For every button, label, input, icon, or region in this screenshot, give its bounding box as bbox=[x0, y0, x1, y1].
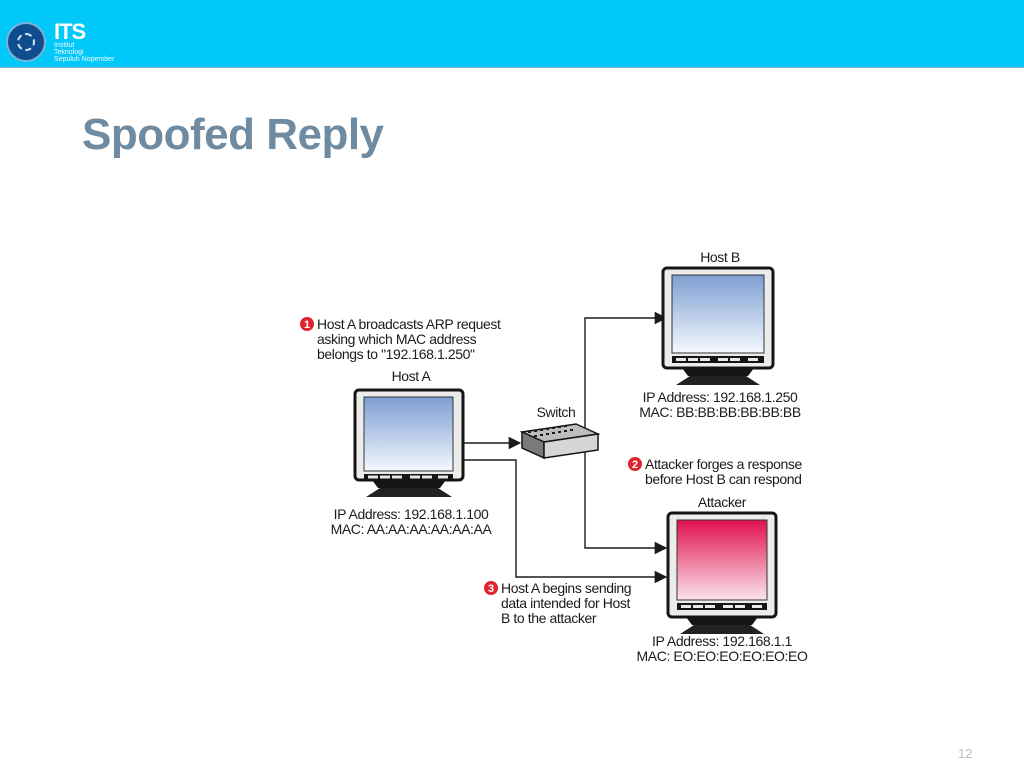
header-bar: ITS Institut Teknologi Sepuluh Nopember bbox=[0, 0, 1024, 68]
attacker-name: Attacker bbox=[698, 494, 747, 510]
slide-title: Spoofed Reply bbox=[82, 110, 384, 159]
host-a-mac: MAC: AA:AA:AA:AA:AA:AA bbox=[331, 521, 493, 537]
switch-label: Switch bbox=[537, 404, 576, 420]
step-2-number: 2 bbox=[632, 459, 638, 471]
attacker-mac: MAC: EO:EO:EO:EO:EO:EO bbox=[637, 648, 808, 664]
step-1-line-1: Host A broadcasts ARP request bbox=[317, 316, 501, 332]
host-b-mac: MAC: BB:BB:BB:BB:BB:BB bbox=[639, 404, 801, 420]
page-number: 12 bbox=[958, 746, 973, 761]
host-a-monitor-icon bbox=[353, 388, 465, 497]
step-3-line-3: B to the attacker bbox=[501, 610, 597, 626]
line-hosta-to-attacker bbox=[462, 459, 668, 584]
step-3-badge: 3 bbox=[484, 581, 498, 595]
its-logo-icon bbox=[6, 22, 46, 62]
host-b-ip: IP Address: 192.168.1.250 bbox=[643, 389, 798, 405]
brand-line-3: Sepuluh Nopember bbox=[54, 56, 115, 63]
host-b-monitor-icon bbox=[661, 266, 775, 385]
step-2-badge: 2 bbox=[628, 457, 642, 471]
host-a-ip: IP Address: 192.168.1.100 bbox=[334, 506, 489, 522]
brand-line-2: Teknologi bbox=[54, 49, 84, 56]
step-3-line-2: data intended for Host bbox=[501, 595, 630, 611]
step-3-line-1: Host A begins sending bbox=[501, 580, 631, 596]
brand-line-1: Institut bbox=[54, 42, 75, 49]
step-2-line-1: Attacker forges a response bbox=[645, 456, 803, 472]
network-switch-icon bbox=[519, 423, 601, 460]
line-switch-to-hostb bbox=[584, 311, 668, 430]
line-switch-to-attacker bbox=[584, 452, 668, 555]
attacker-monitor-icon bbox=[666, 511, 778, 634]
step-1-number: 1 bbox=[304, 319, 310, 331]
connection-lines bbox=[462, 311, 668, 584]
step-2-line-2: before Host B can respond bbox=[645, 471, 802, 487]
host-b-name: Host B bbox=[700, 249, 740, 265]
step-1-line-3: belongs to "192.168.1.250" bbox=[317, 346, 475, 362]
host-a-name: Host A bbox=[392, 368, 432, 384]
brand-abbr: ITS bbox=[54, 19, 86, 44]
attacker-ip: IP Address: 192.168.1.1 bbox=[652, 633, 793, 649]
step-1-line-2: asking which MAC address bbox=[317, 331, 477, 347]
brand-text: ITS Institut Teknologi Sepuluh Nopember bbox=[54, 19, 115, 64]
step-3-number: 3 bbox=[488, 583, 494, 595]
step-1-badge: 1 bbox=[300, 317, 314, 331]
